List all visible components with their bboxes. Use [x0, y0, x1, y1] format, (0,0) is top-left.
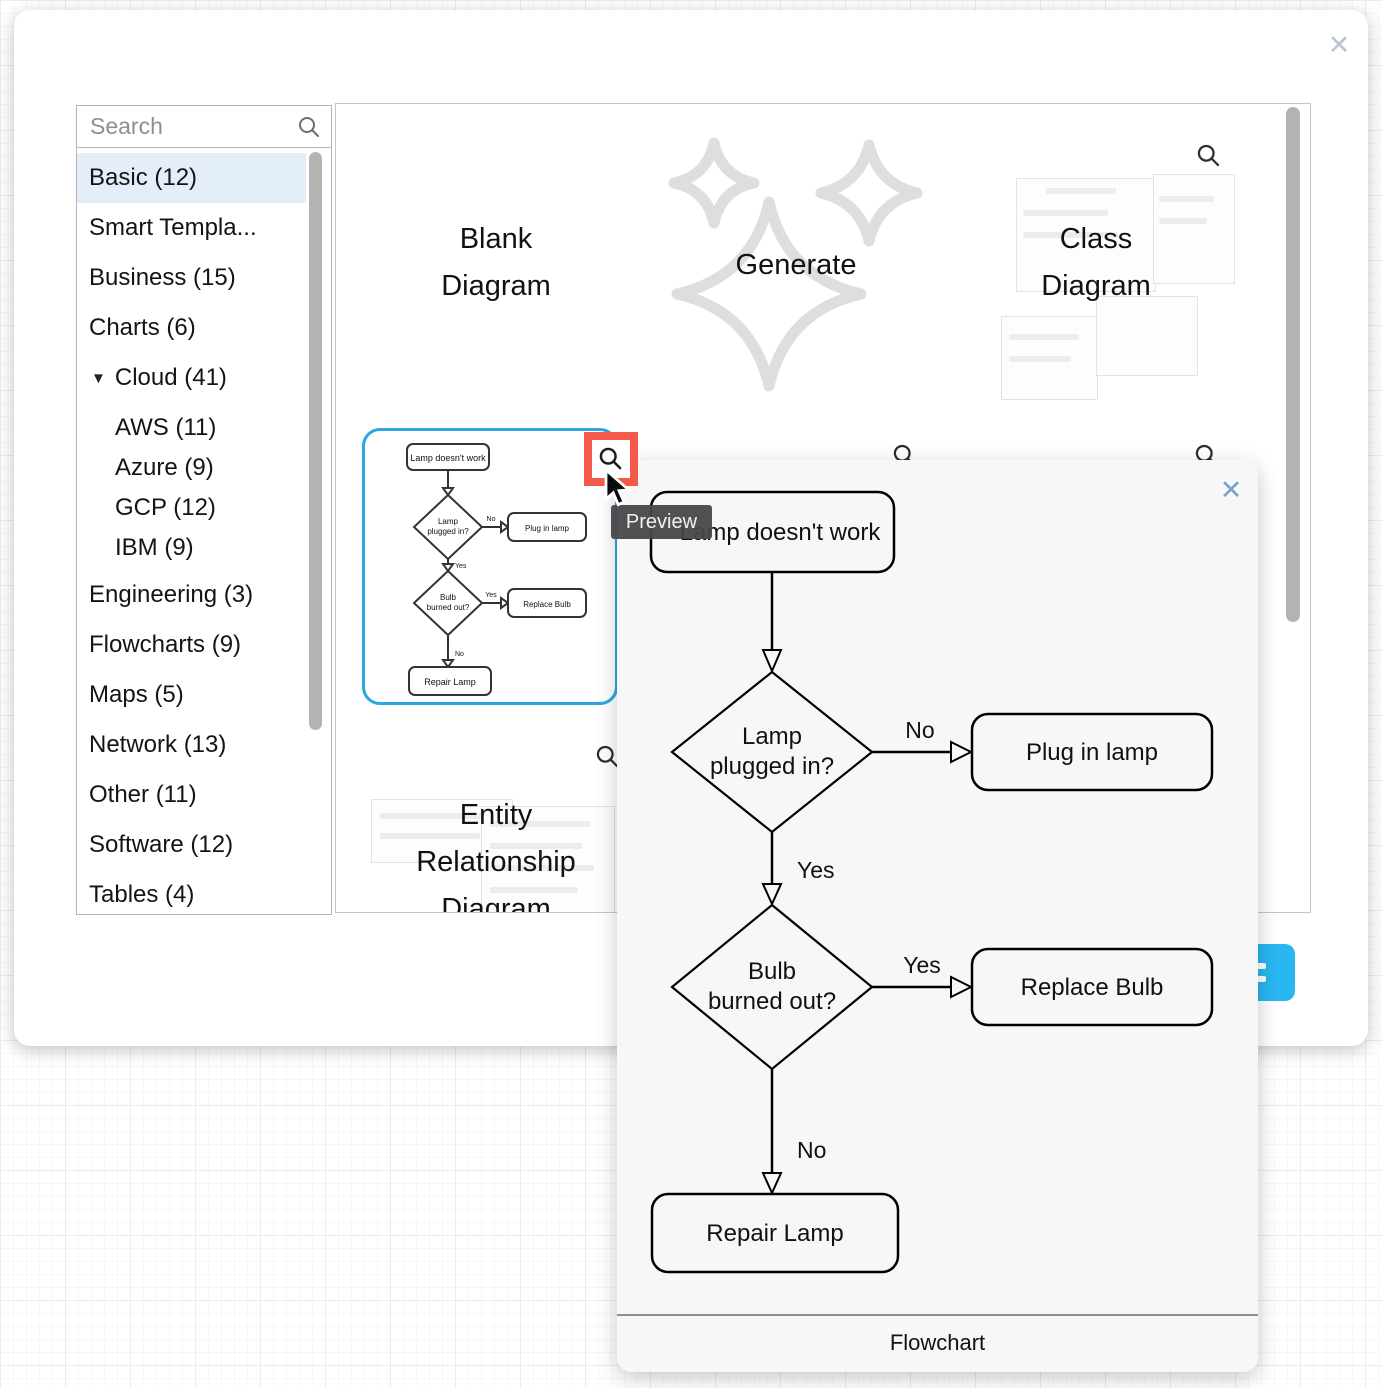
- sidebar-item-maps[interactable]: Maps (5): [89, 681, 184, 708]
- sidebar-item-azure[interactable]: Azure (9): [115, 454, 214, 481]
- popup-decision2-line2: burned out?: [708, 988, 836, 1015]
- sidebar-item-software[interactable]: Software (12): [89, 831, 234, 858]
- thumb-action2-label: Replace Bulb: [523, 600, 571, 609]
- thumb-action1-label: Plug in lamp: [525, 524, 570, 533]
- template-generate[interactable]: Generate: [735, 249, 857, 281]
- sidebar-item-charts[interactable]: Charts (6): [89, 314, 196, 341]
- er-diagram-preview-shapes: [366, 791, 616, 912]
- flowchart-preview-icon[interactable]: [597, 445, 624, 472]
- popup-decision2-line1: Bulb: [748, 958, 796, 985]
- thumb-decision1-line1: Lamp: [438, 517, 459, 526]
- preview-tooltip: Preview: [611, 505, 712, 539]
- thumb-decision2-line2: burned out?: [427, 603, 470, 612]
- popup-no1-label: No: [905, 717, 934, 743]
- popup-yes2-label: Yes: [903, 952, 941, 978]
- sidebar-item-business[interactable]: Business (15): [89, 264, 236, 291]
- template-class-diagram[interactable]: Class Diagram: [1041, 223, 1151, 302]
- thumb-decision1-line2: plugged in?: [427, 527, 469, 536]
- template-blank-diagram[interactable]: Blank Diagram: [441, 223, 551, 302]
- popup-action2-label: Replace Bulb: [1021, 974, 1164, 1001]
- search-input[interactable]: [88, 106, 302, 147]
- sidebar-item-gcp[interactable]: GCP (12): [115, 494, 216, 521]
- search-icon: [297, 115, 321, 139]
- thumb-yes2: Yes: [485, 592, 497, 599]
- sidebar-item-other[interactable]: Other (11): [89, 781, 197, 808]
- class-diagram-preview-icon[interactable]: [1195, 142, 1222, 169]
- sidebar-item-smart-templates[interactable]: Smart Templa...: [89, 214, 257, 241]
- sidebar-item-cloud-label: Cloud (41): [114, 364, 227, 391]
- template-flowchart-selected[interactable]: Lamp doesn't work Lamp plugged in? No Pl…: [362, 428, 618, 705]
- popup-no2-label: No: [797, 1137, 826, 1163]
- search-box: [76, 105, 332, 148]
- sidebar-item-basic[interactable]: Basic (12): [77, 153, 306, 203]
- popup-decision1-line1: Lamp: [742, 723, 802, 750]
- popup-action1-label: Plug in lamp: [1026, 739, 1158, 766]
- popup-footer-label: Flowchart: [889, 1330, 986, 1355]
- sidebar-scrollbar[interactable]: [309, 152, 322, 730]
- sidebar-item-tables[interactable]: Tables (4): [89, 881, 195, 908]
- popup-final-label: Repair Lamp: [706, 1220, 843, 1247]
- class-diagram-preview-shapes: [1001, 166, 1236, 411]
- templates-scrollbar[interactable]: [1286, 107, 1300, 622]
- sparkles-icon: [641, 131, 941, 411]
- popup-start-label: Lamp doesn't work: [680, 519, 882, 546]
- thumb-yes1: Yes: [455, 563, 467, 570]
- flowchart-thumbnail: Lamp doesn't work Lamp plugged in? No Pl…: [406, 443, 587, 696]
- sidebar-item-ibm[interactable]: IBM (9): [115, 534, 194, 561]
- template-entity-relationship[interactable]: Entity Relationship Diagram: [416, 799, 576, 913]
- category-list: Basic (12) Smart Templa... Business (15)…: [76, 147, 332, 915]
- thumb-final-label: Repair Lamp: [424, 677, 476, 687]
- sidebar-item-aws[interactable]: AWS (11): [115, 414, 217, 441]
- sidebar-item-network[interactable]: Network (13): [89, 731, 227, 758]
- popup-yes1-label: Yes: [797, 857, 835, 883]
- popup-close-icon[interactable]: ✕: [1219, 475, 1243, 505]
- er-diagram-preview-icon[interactable]: [594, 743, 621, 770]
- thumb-no1: No: [487, 516, 496, 523]
- thumb-no2: No: [455, 651, 464, 658]
- thumb-decision2-line1: Bulb: [440, 593, 457, 602]
- flowchart-preview-drawing: Lamp doesn't work Lamp plugged in? No Pl…: [617, 460, 1258, 1372]
- popup-decision1-line2: plugged in?: [710, 753, 834, 780]
- sidebar-item-cloud[interactable]: ▼ Cloud (41): [77, 353, 306, 403]
- triangle-down-icon: ▼: [91, 370, 106, 387]
- thumb-start-label: Lamp doesn't work: [410, 453, 486, 463]
- flowchart-preview-popup: [617, 460, 1258, 1372]
- dialog-close-icon[interactable]: ✕: [1327, 30, 1351, 60]
- mouse-cursor: [602, 466, 636, 508]
- sidebar-item-flowcharts[interactable]: Flowcharts (9): [89, 631, 242, 658]
- sidebar-item-engineering[interactable]: Engineering (3): [89, 581, 254, 608]
